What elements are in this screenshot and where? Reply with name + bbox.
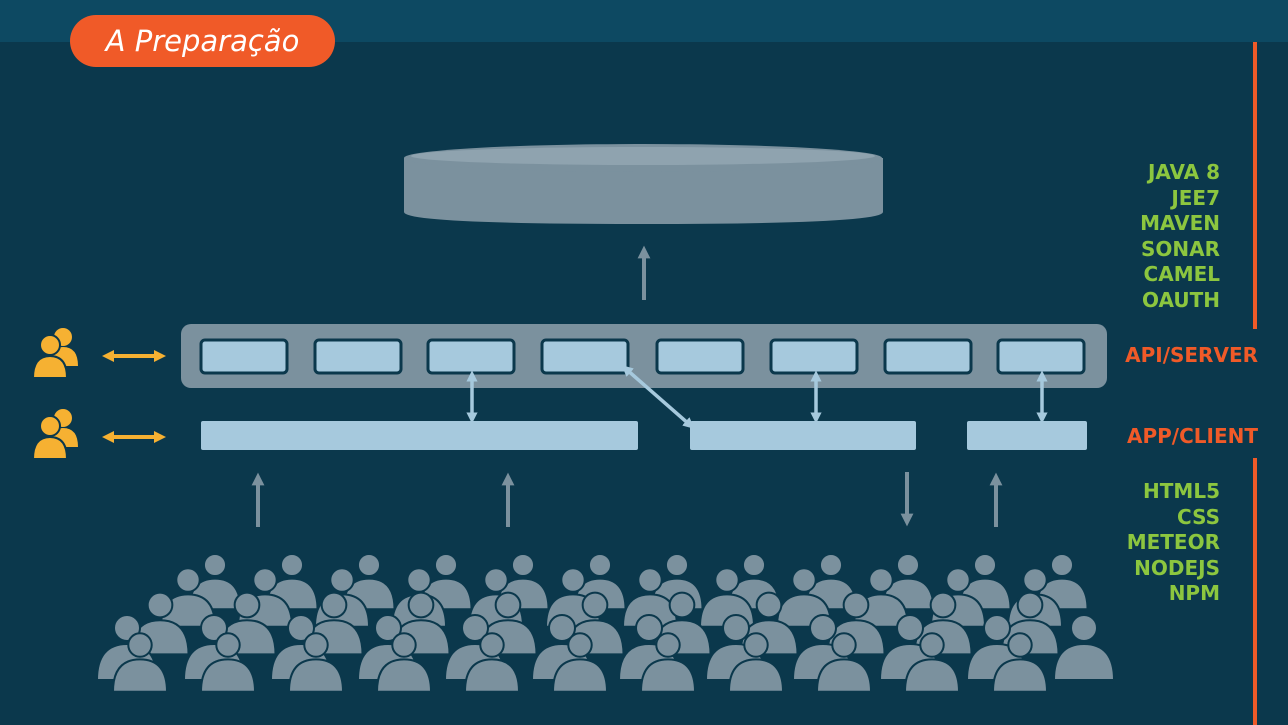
server-module <box>540 338 630 375</box>
client-tech-stack: HTML5 CSS METEOR NODEJS NPM <box>1020 479 1220 607</box>
app-client-label: APP/CLIENT <box>1126 424 1258 448</box>
person-icon <box>111 632 169 693</box>
api-server-label: API/SERVER <box>1125 343 1258 367</box>
server-tech-item: MAVEN <box>1140 211 1220 235</box>
client-app-bar <box>201 421 638 450</box>
users-group-icon <box>31 328 78 379</box>
divider-line-bottom <box>1253 458 1257 725</box>
api-server-layer <box>181 324 1107 388</box>
server-module <box>655 338 745 375</box>
person-icon <box>727 632 785 693</box>
database-cylinder-icon <box>404 144 883 224</box>
person-icon <box>287 632 345 693</box>
client-tech-item: CSS <box>1177 504 1220 529</box>
person-icon <box>1052 614 1116 681</box>
server-module <box>199 338 289 375</box>
server-tech-item: JEE7 <box>1171 185 1220 210</box>
person-icon <box>639 632 697 693</box>
server-module <box>996 338 1086 375</box>
person-icon <box>815 632 873 693</box>
client-app-bar <box>967 421 1087 450</box>
server-module <box>313 338 403 375</box>
server-modules <box>199 338 1086 375</box>
client-tech-item: NPM <box>1168 581 1220 605</box>
server-tech-item: OAUTH <box>1142 287 1220 312</box>
server-tech-item: SONAR <box>1140 236 1220 261</box>
client-tech-item: HTML5 <box>1143 479 1220 503</box>
slide-title: A Preparação <box>70 15 335 67</box>
client-app-bar <box>690 421 916 450</box>
server-tech-stack: JAVA 8 JEE7 MAVEN SONAR CAMEL OAUTH <box>1020 160 1220 313</box>
crowd-icon <box>95 552 1116 693</box>
server-module <box>883 338 973 375</box>
person-icon <box>463 632 521 693</box>
person-icon <box>199 632 257 693</box>
person-icon <box>551 632 609 693</box>
double-arrow-icon <box>621 365 695 429</box>
client-tech-item: NODEJS <box>1134 555 1220 580</box>
server-module <box>769 338 859 375</box>
person-icon <box>621 567 679 628</box>
server-module <box>426 338 516 375</box>
person-icon <box>375 632 433 693</box>
client-tech-item: METEOR <box>1126 530 1220 554</box>
users-group-icon <box>31 409 78 460</box>
person-icon <box>265 552 319 611</box>
person-icon <box>991 632 1049 693</box>
server-tech-item: CAMEL <box>1143 262 1220 286</box>
divider-line-top <box>1253 42 1257 329</box>
server-tech-item: JAVA 8 <box>1147 160 1220 184</box>
person-icon <box>903 632 961 693</box>
